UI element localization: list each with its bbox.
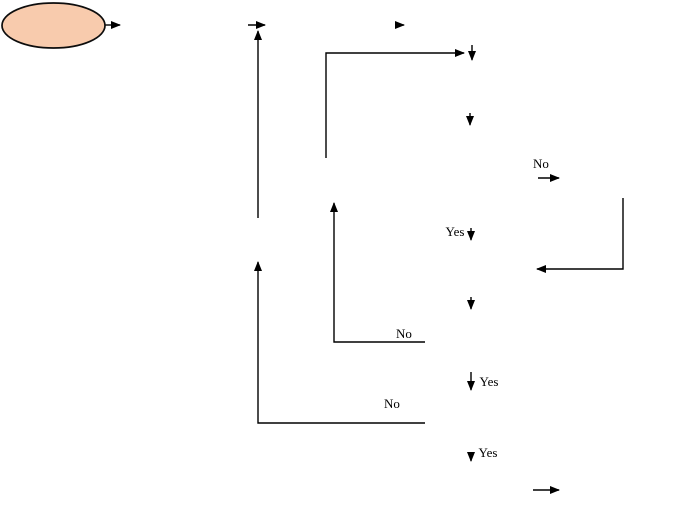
flow-arrow-last-day-no [330,202,425,343]
edge-label-last-day-yes: Yes [480,374,499,389]
edge-label-soc-enough-no: No [533,156,549,171]
node-start [1,2,106,49]
flow-arrow-last-ev-no [254,261,425,424]
edge-label-soc-enough-yes: Yes [446,224,465,239]
start-shape [1,2,106,49]
flow-arrow-next-day-return-to-junction [325,49,465,158]
flow-arrow-ev-must-charge-to-update [536,198,624,273]
edge-label-last-ev-no: No [384,396,400,411]
edge-label-last-ev-yes: Yes [479,445,498,460]
edge-label-last-day-no: No [396,326,412,341]
